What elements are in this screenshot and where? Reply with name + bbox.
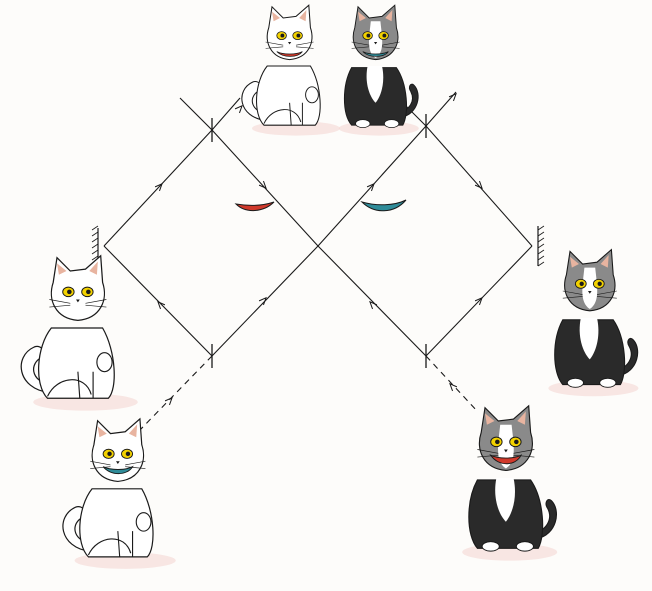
arrow-icon <box>449 92 458 101</box>
white-cat-icon <box>242 5 340 135</box>
white-cat-icon <box>63 419 176 569</box>
beam-paths <box>104 92 532 432</box>
arrow-icon <box>165 396 174 405</box>
white-cat-icon <box>21 256 138 411</box>
tuxedo-cat-right <box>548 250 638 397</box>
arrow-icon <box>448 382 457 391</box>
beam-splitters <box>212 114 426 368</box>
tuxedo-cat-icon <box>339 5 419 135</box>
beam-right-upper <box>318 126 426 246</box>
arrow-icon <box>259 296 268 305</box>
beam-left-top-diag <box>180 98 212 130</box>
beam-right-mid <box>426 126 532 246</box>
mirror-right <box>538 226 544 266</box>
beam-left-lower <box>104 246 212 356</box>
tuxedo-cat-icon <box>462 406 557 561</box>
input-beam-right <box>426 356 478 412</box>
beam-right-lower-mid <box>426 246 532 356</box>
beam-right-lower <box>318 246 426 356</box>
white-cat-bottom <box>63 419 176 569</box>
tuxedo-cat-bottom <box>462 406 557 561</box>
white-cat-top <box>242 5 340 135</box>
tuxedo-cat-top <box>339 5 419 135</box>
teal-frown-icon <box>362 200 406 211</box>
beam-right-exit <box>426 92 456 126</box>
arrow-icon <box>156 300 165 309</box>
beam-left-exit <box>212 98 240 130</box>
beam-left-upper <box>104 130 212 246</box>
red-smile-icon <box>236 202 274 211</box>
input-beam-left <box>138 356 212 432</box>
white-cat-left <box>21 256 138 411</box>
tuxedo-cat-icon <box>548 250 638 397</box>
